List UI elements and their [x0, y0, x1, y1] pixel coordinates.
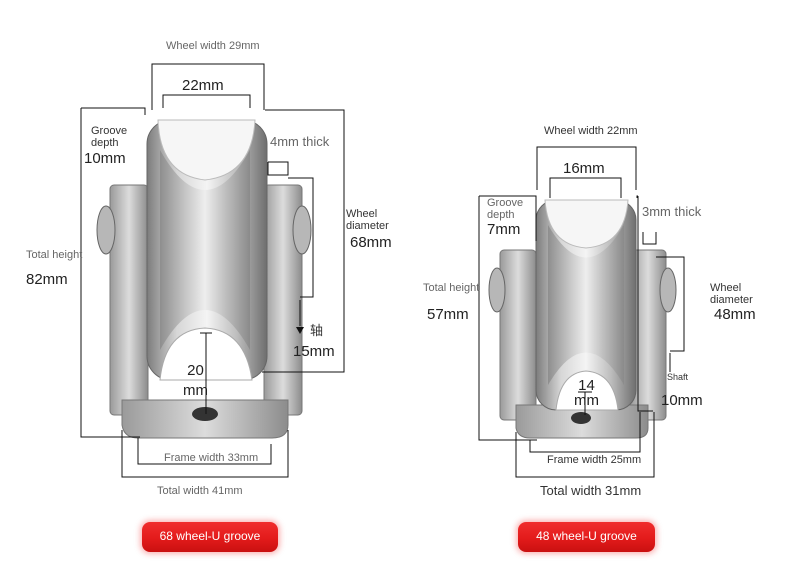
- left-groove-depth-label: Groove depth: [91, 125, 128, 150]
- axle-nut-left-2: [488, 267, 506, 313]
- left-total-width-label: Total width 41mm: [157, 485, 243, 497]
- right-frame-width-label: Frame width 25mm: [547, 454, 642, 466]
- mount-hole-2: [571, 412, 591, 424]
- right-wheel-width-label: Wheel width 22mm: [544, 125, 638, 137]
- right-total-height-value: 57mm: [427, 306, 469, 323]
- axle-nut-right: [292, 205, 312, 255]
- left-wheel-diameter-label: Wheel diameter: [346, 208, 389, 233]
- wheel-groove: [160, 150, 250, 350]
- left-dimension-lines: [80, 63, 345, 478]
- left-groove-width-label: 22mm: [182, 77, 224, 94]
- left-groove-depth-value: 10mm: [84, 150, 126, 167]
- groove-top-2: [544, 199, 629, 249]
- left-wheel-width-label: Wheel width 29mm: [166, 40, 260, 52]
- left-frame-width-label: Frame width 33mm: [164, 452, 259, 464]
- right-total-width-label: Total width 31mm: [540, 483, 642, 498]
- left-flange-thick-label: 4mm thick: [270, 134, 330, 149]
- groove-bottom-2: [555, 370, 619, 411]
- groove-top: [157, 119, 256, 181]
- left-total-height-value: 82mm: [26, 271, 68, 288]
- right-wheel-diameter-value: 48mm: [714, 306, 756, 323]
- mount-hole: [192, 407, 218, 421]
- axle-arrow: [296, 327, 304, 334]
- left-wheel-diameter-value: 68mm: [350, 234, 392, 251]
- wheel-groove-2: [548, 225, 624, 385]
- right-groove-depth-label: Groove depth: [487, 197, 524, 222]
- right-shaft-value: 10mm: [661, 392, 703, 409]
- left-bore-value: 20 mm: [183, 362, 208, 399]
- left-bracket-plate: [109, 184, 149, 416]
- left-bracket-plate-2: [499, 249, 537, 421]
- right-pulley: [488, 199, 677, 439]
- right-groove-depth-value: 7mm: [487, 221, 521, 238]
- left-axle-label: 轴: [310, 323, 324, 338]
- right-groove-width-label: 16mm: [563, 160, 605, 177]
- right-total-height-label: Total height: [423, 282, 480, 294]
- axle-nut-right-2: [659, 267, 677, 313]
- right-dimension-lines: [478, 146, 685, 478]
- right-shaft-label: Shaft: [667, 372, 689, 382]
- axle-nut-left: [96, 205, 116, 255]
- left-axle-value: 15mm: [293, 343, 335, 360]
- right-bore-value: 14 mm: [574, 377, 599, 409]
- left-pulley: [96, 119, 312, 439]
- right-flange-thick-label: 3mm thick: [642, 204, 702, 219]
- right-wheel-diameter-label: Wheel diameter: [710, 282, 753, 307]
- left-model-badge: 68 wheel-U groove: [142, 522, 278, 552]
- left-total-height-label: Total height: [26, 249, 83, 261]
- right-model-badge: 48 wheel-U groove: [518, 522, 655, 552]
